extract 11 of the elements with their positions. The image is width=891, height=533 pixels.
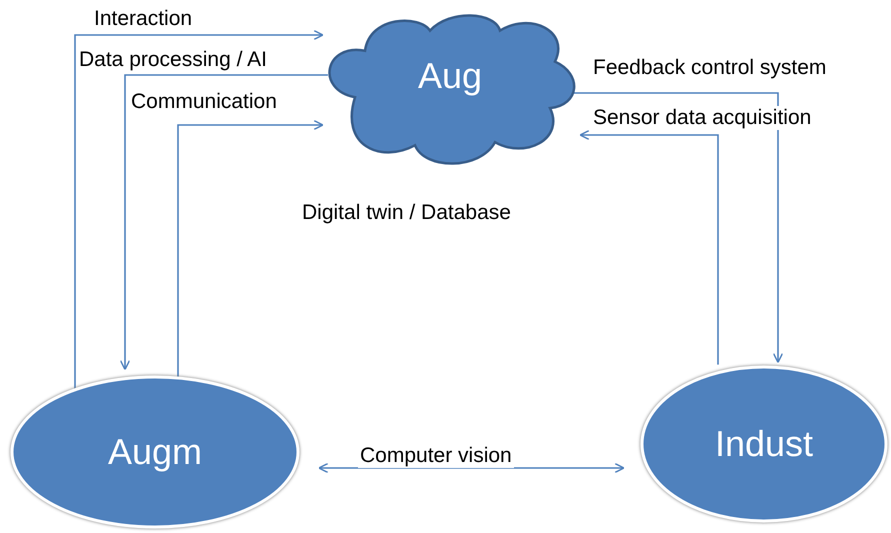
connector-arrow — [318, 462, 625, 474]
connector-arrow — [572, 92, 784, 364]
connector-arrow — [177, 120, 324, 378]
connector-arrow — [579, 130, 719, 365]
node-label: Indust — [714, 423, 814, 465]
connector-arrow — [74, 30, 324, 390]
connector-arrow — [120, 74, 328, 370]
edge-label: Computer vision — [358, 444, 514, 468]
node-label: Augm — [108, 431, 202, 473]
node-label: Aug — [418, 54, 482, 96]
cloud-shape — [325, 12, 575, 167]
